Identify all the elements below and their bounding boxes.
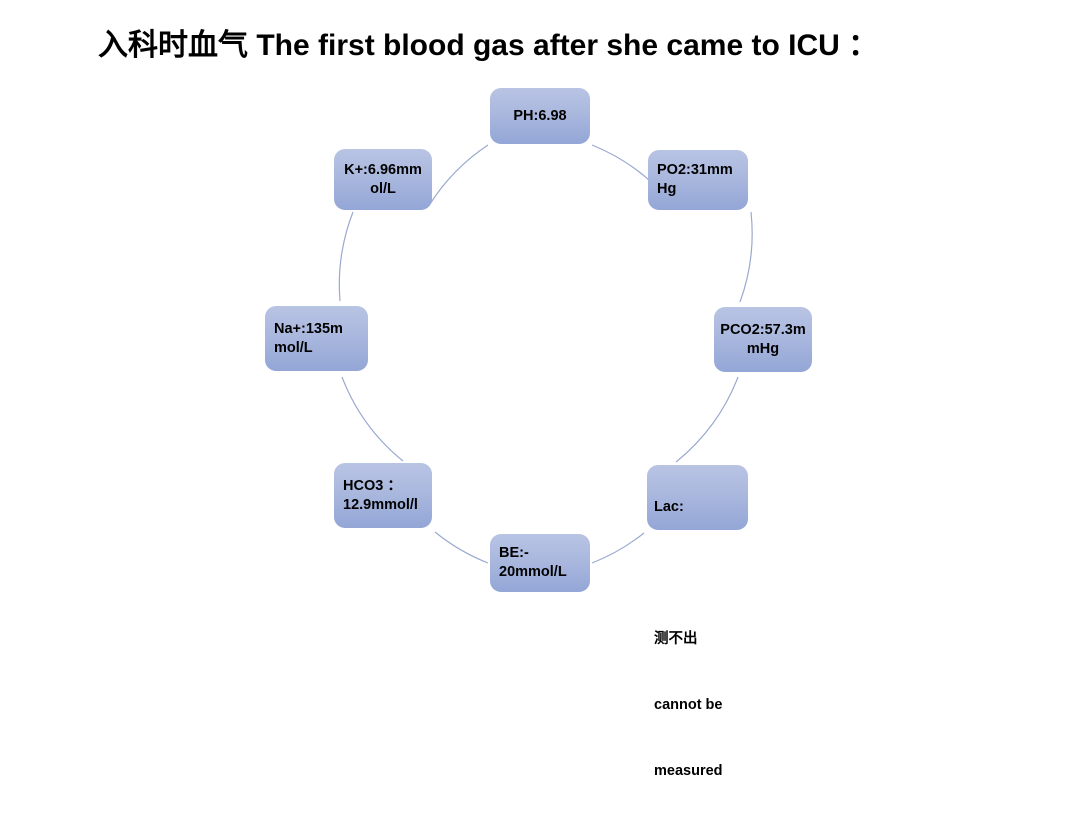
ph-node-line-1: PH:6.98 xyxy=(513,107,567,124)
hco3-node[interactable]: HCO3 ： 12.9mmol/l xyxy=(334,463,432,528)
cycle-diagram: PH:6.98 PO2:31mm Hg PCO2:57.3m mHg Lac: … xyxy=(265,88,812,779)
ph-node[interactable]: PH:6.98 xyxy=(490,88,590,144)
arc-be-to-hco3 xyxy=(434,531,489,564)
arc-po2-to-pco2 xyxy=(739,211,753,303)
pco2-node-line-2: mHg xyxy=(746,340,780,357)
arc-pco2-to-lac xyxy=(675,376,739,463)
slide-canvas: 入科时血气 The first blood gas after she came… xyxy=(98,29,879,779)
na-node-line-2: mol/L xyxy=(274,339,313,356)
arc-hco3-to-na xyxy=(341,376,404,462)
lac-node-line-3: cannot be xyxy=(654,697,723,713)
page-title: 入科时血气 The first blood gas after she came… xyxy=(98,29,879,62)
k-node[interactable]: K+:6.96mm ol/L xyxy=(334,149,432,210)
k-node-line-2: ol/L xyxy=(370,180,396,197)
lac-node-line-4: measured xyxy=(654,763,723,779)
lac-node-text: Lac: 测不出 cannot be measured xyxy=(654,452,774,826)
lac-node[interactable]: Lac: 测不出 cannot be measured xyxy=(647,465,748,779)
be-node[interactable]: BE:- 20mmol/L xyxy=(490,534,590,592)
po2-node-line-2: Hg xyxy=(657,181,677,197)
na-node[interactable]: Na+:135m mol/L xyxy=(265,306,368,371)
be-node-line-2: 20mmol/L xyxy=(499,564,567,580)
be-node-line-1: BE:- xyxy=(499,545,529,561)
po2-node[interactable]: PO2:31mm Hg xyxy=(648,150,748,210)
arc-lac-to-be xyxy=(591,532,645,564)
cycle-connector-arcs xyxy=(338,144,753,564)
hco3-node-line-2: 12.9mmol/l xyxy=(343,496,418,513)
lac-node-line-2: 测不出 xyxy=(654,631,698,647)
po2-node-line-1: PO2:31mm xyxy=(657,162,733,178)
lac-node-line-1: Lac: xyxy=(654,499,684,515)
pco2-node[interactable]: PCO2:57.3m mHg xyxy=(714,307,812,372)
arc-na-to-k xyxy=(338,211,354,302)
hco3-node-line-1: HCO3 ： xyxy=(343,477,402,494)
k-node-line-1: K+:6.96mm xyxy=(344,161,422,178)
arc-k-to-ph xyxy=(429,144,489,205)
pco2-node-line-1: PCO2:57.3m xyxy=(720,321,806,338)
na-node-line-1: Na+:135m xyxy=(274,320,343,337)
lac-node-spacer xyxy=(654,562,774,584)
